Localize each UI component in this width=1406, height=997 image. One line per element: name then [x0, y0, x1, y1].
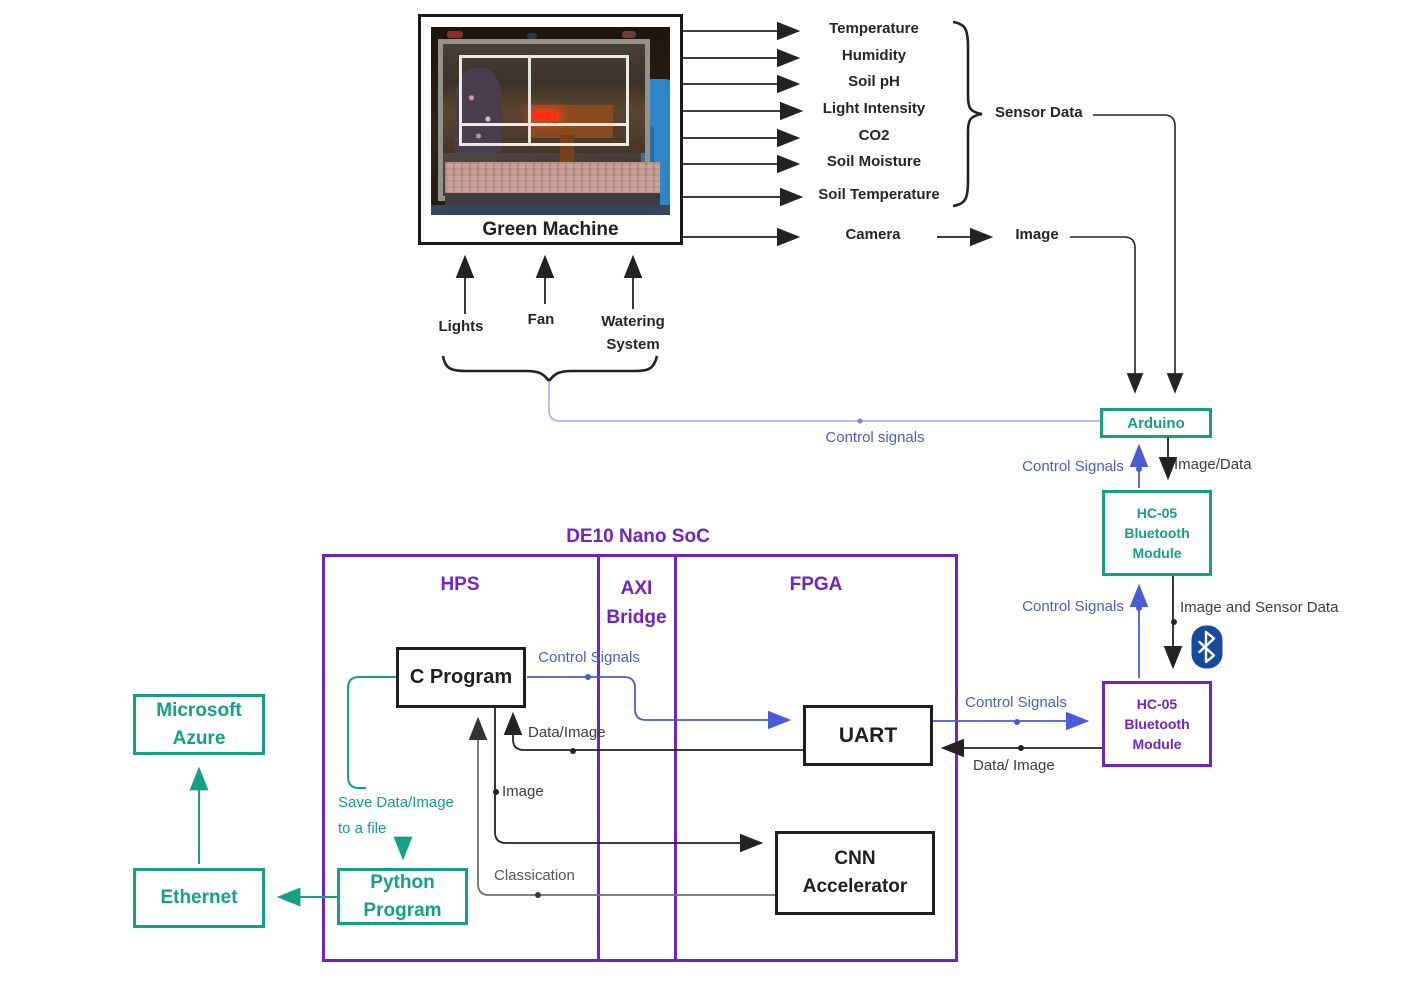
control-signals-cprogram-label: Control Signals	[538, 649, 640, 666]
microsoft-azure-label: Microsoft Azure	[156, 699, 242, 749]
photo-wire-brown	[622, 31, 636, 38]
control-signals-bt-label: Control Signals	[1022, 598, 1124, 615]
photo-window-divider	[527, 54, 531, 146]
hc05-top-label: HC-05 Bluetooth Module	[1124, 504, 1190, 562]
sensor-label-co2: CO2	[858, 127, 890, 144]
actuator-label-watering-system: Watering System	[601, 313, 665, 353]
camera-image-label: Image	[1015, 226, 1059, 243]
control-signals-arduino-label: Control Signals	[1022, 458, 1124, 475]
hps-label: HPS	[440, 574, 480, 595]
save-to-file-label-line1: Save Data/Image	[338, 794, 454, 811]
axi-label-line1: AXI	[620, 578, 653, 599]
fpga-label: FPGA	[789, 574, 843, 595]
classification-label: Classication	[494, 867, 575, 884]
green-machine-title: Green Machine	[482, 219, 619, 240]
actuator-brace	[441, 355, 659, 384]
hc05-bottom-label: HC-05 Bluetooth Module	[1124, 695, 1190, 753]
hc05-top-box: HC-05 Bluetooth Module	[1102, 490, 1212, 576]
cnn-accelerator-box: CNN Accelerator	[775, 831, 935, 915]
sensor-label-soil-moisture: Soil Moisture	[826, 153, 922, 170]
sensor-brace	[952, 20, 983, 208]
microsoft-azure-box: Microsoft Azure	[133, 694, 265, 755]
axi-bridge-label: AXI Bridge	[601, 574, 672, 632]
arduino-label: Arduino	[1127, 414, 1185, 432]
sensor-label-humidity: Humidity	[841, 47, 907, 64]
photo-wire-red	[447, 31, 463, 38]
photo-window-bar	[459, 123, 629, 127]
actuator-arrows	[455, 254, 643, 314]
photo-table	[527, 104, 613, 139]
data-image-label: Data/Image	[528, 724, 606, 741]
photo-greenhouse-frame	[438, 39, 660, 215]
ethernet-box: Ethernet	[133, 868, 265, 928]
save-to-file-label-line2: to a file	[338, 820, 387, 837]
de10-title: DE10 Nano SoC	[566, 526, 710, 547]
image-mid-label: Image	[502, 783, 544, 800]
actuator-label-fan: Fan	[527, 311, 555, 328]
c-program-box: C Program	[396, 647, 526, 708]
sensor-data-label: Sensor Data	[995, 104, 1083, 121]
python-program-box: Python Program	[337, 868, 468, 925]
arduino-box: Arduino	[1100, 408, 1212, 438]
de10-divider-axi-fpga	[674, 554, 677, 962]
de10-divider-hps-axi	[597, 554, 600, 962]
photo-led-glow	[531, 112, 559, 120]
data-image-bt-label: Data/ Image	[973, 757, 1055, 774]
green-machine-box: Green Machine	[418, 14, 683, 245]
control-signals-uart-label: Control Signals	[965, 694, 1067, 711]
uart-box: UART	[803, 705, 933, 766]
python-program-label: Python Program	[363, 871, 442, 921]
control-signals-actuators-line	[548, 381, 1100, 422]
photo-table-strip	[431, 205, 670, 215]
photo-window-frame	[459, 54, 629, 146]
photo-wire-blue	[527, 33, 537, 39]
actuator-label-lights: Lights	[438, 318, 484, 335]
hc05-bottom-box: HC-05 Bluetooth Module	[1102, 681, 1212, 767]
image-data-label: Image/Data	[1174, 456, 1252, 473]
sensor-label-soil-ph: Soil pH	[848, 73, 900, 90]
green-machine-photo	[431, 27, 670, 215]
camera-label: Camera	[845, 226, 901, 243]
sensor-label-soil-temperature: Soil Temperature	[818, 186, 940, 203]
c-program-label: C Program	[409, 666, 513, 688]
image-sensor-data-label: Image and Sensor Data	[1180, 599, 1339, 616]
ethernet-label: Ethernet	[160, 887, 238, 908]
photo-soil-bed	[445, 162, 660, 194]
uart-label: UART	[838, 723, 898, 747]
bluetooth-icon	[1191, 625, 1223, 669]
sensor-label-light-intensity: Light Intensity	[822, 100, 926, 117]
axi-label-line2: Bridge	[606, 607, 667, 628]
de10-box	[322, 554, 958, 962]
arduino-input-routes	[1070, 114, 1184, 394]
cnn-accelerator-label: CNN Accelerator	[802, 848, 908, 897]
photo-person	[455, 68, 502, 154]
sensor-label-temperature: Temperature	[829, 20, 919, 37]
control-signals-actuators-label: Control signals	[825, 429, 925, 446]
